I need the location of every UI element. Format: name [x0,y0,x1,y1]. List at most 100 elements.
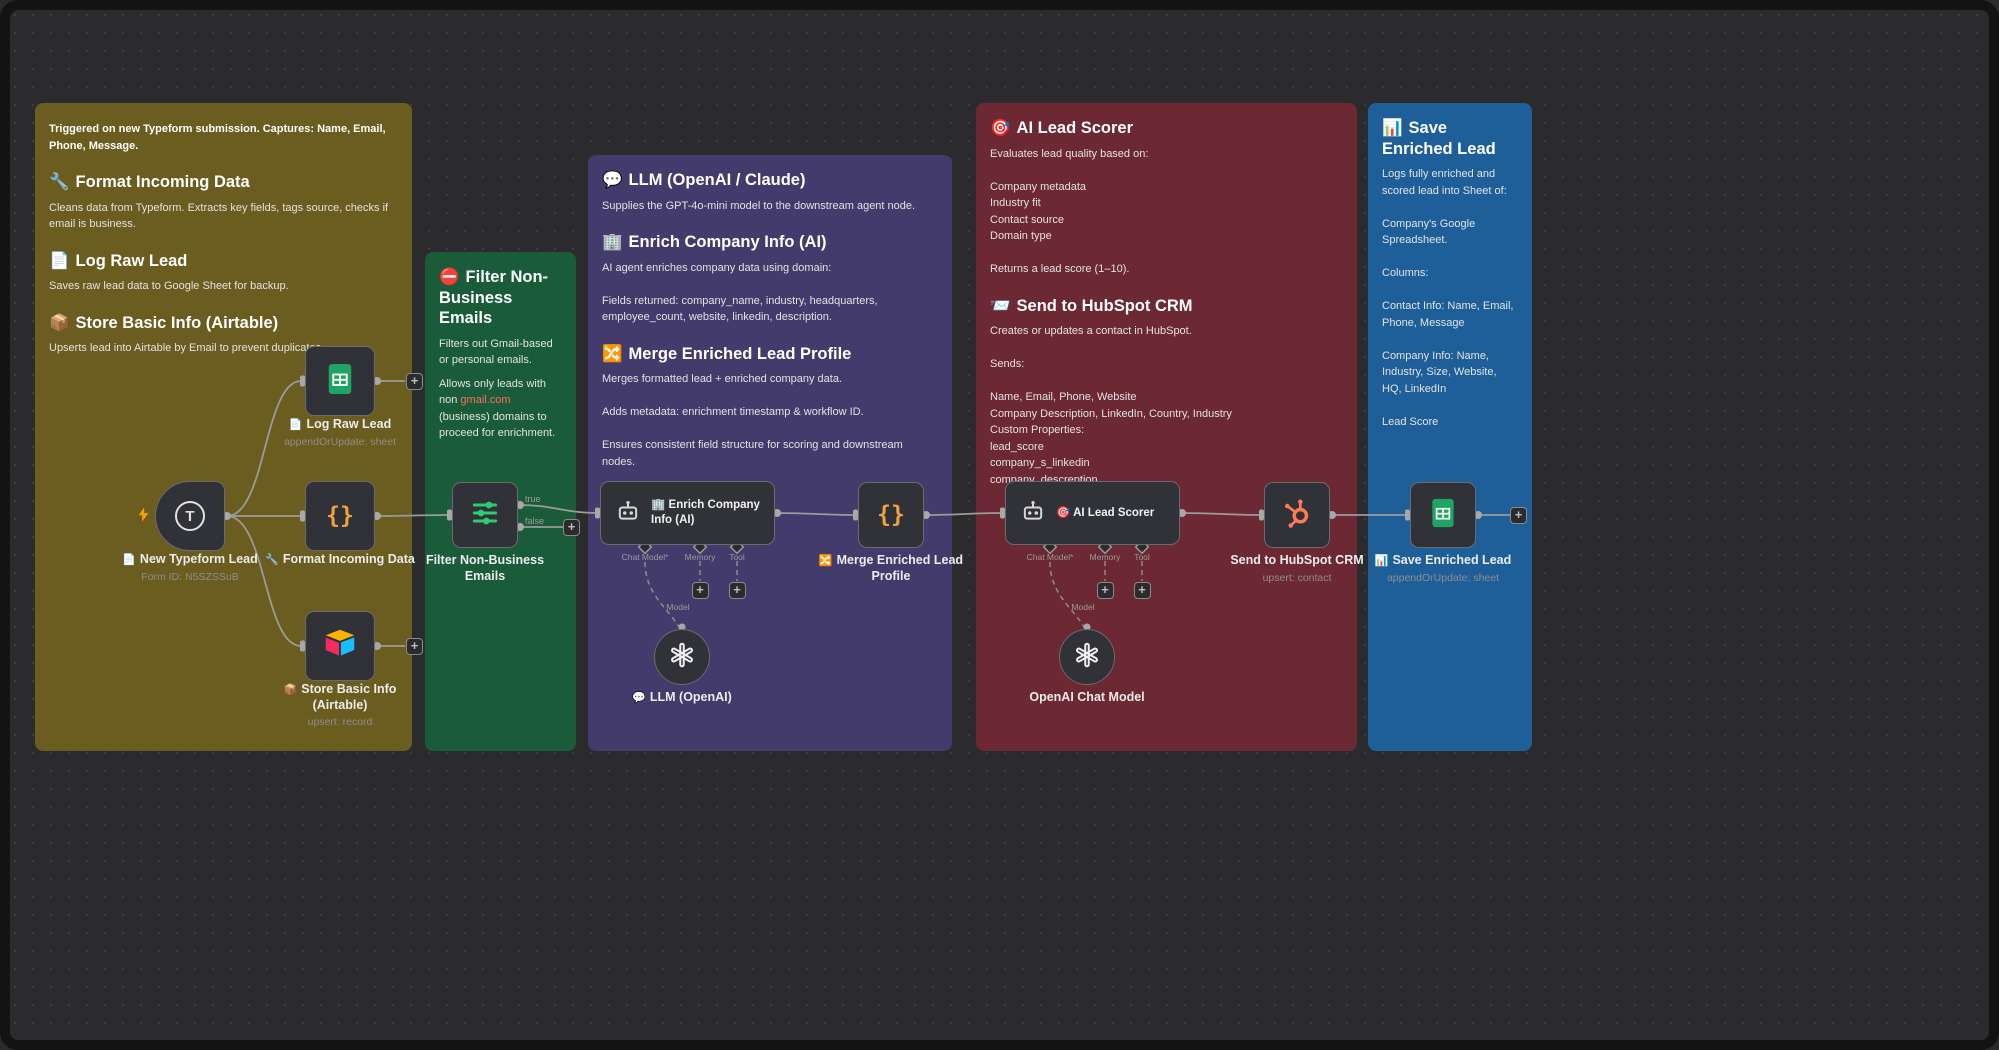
add-node-button[interactable]: + [1096,582,1114,599]
output-port[interactable] [773,509,781,517]
output-port[interactable] [373,512,381,520]
input-port[interactable] [300,510,305,522]
output-label-false: false [525,516,545,526]
node-log-raw-lead[interactable] [305,346,375,416]
port-label-tool: Tool [729,552,745,562]
building-icon: 🏢 [602,233,623,252]
node-name: Format Incoming Data [282,552,415,566]
add-node-button[interactable]: + [563,518,580,536]
input-port[interactable] [1000,507,1005,519]
node-label-filter: Filter Non-Business Emails [422,553,548,584]
sticky-heading-text: Filter Non-Business Emails [439,268,549,328]
sticky-body-text: Supplies the GPT-4o-mini model to the do… [602,199,916,212]
model-input-port[interactable] [1083,623,1091,631]
connection-wire[interactable] [226,380,302,517]
output-port[interactable] [922,511,930,519]
output-port-true[interactable] [516,501,524,509]
node-name: New Typeform Lead [139,552,258,566]
wire-label-model: Model [666,602,690,612]
sticky-heading-text: Merge Enriched Lead Profile [628,344,852,363]
page-icon: 📄 [49,251,70,270]
package-icon: 📦 [49,313,70,332]
sticky-heading-hubspot: 📨Send to HubSpot CRM [990,296,1343,317]
node-openai-chat-model[interactable] [1059,629,1115,685]
sticky-heading-save: 📊Save Enriched Lead [1382,118,1518,159]
node-merge-enriched-lead-profile[interactable]: {} [858,482,924,548]
node-llm-openai-model[interactable] [654,629,710,685]
input-port[interactable] [853,509,858,521]
node-save-enriched-lead[interactable] [1410,482,1476,548]
agent-node-title: 🎯 AI Lead Scorer [1056,506,1172,521]
node-store-basic-info-airtable[interactable] [305,611,375,681]
node-ai-lead-scorer[interactable]: 🎯 AI Lead Scorer [1005,481,1180,545]
model-connection-wire[interactable] [644,561,680,628]
connection-wire[interactable] [1181,512,1261,516]
robot-agent-icon [1019,497,1047,530]
node-label-typeform: 📄New Typeform Lead Form ID: N5SZSSuB [105,552,275,583]
sticky-body-text: Filters out Gmail-based or personal emai… [439,337,553,367]
target-icon: 🎯 [990,119,1011,137]
output-port[interactable] [373,377,381,385]
node-name: Send to HubSpot CRM [1230,553,1364,567]
output-port-false[interactable] [516,523,524,531]
speech-bubble-icon: 💬 [632,692,646,704]
node-name: Save Enriched Lead [1392,553,1512,567]
connection-wire[interactable] [376,514,449,517]
node-new-typeform-lead[interactable]: T [155,481,225,551]
model-connection-wire[interactable] [1049,561,1085,628]
wrench-icon: 🔧 [49,173,70,191]
sticky-note-scorer-hubspot[interactable]: 🎯AI Lead Scorer Evaluates lead quality b… [976,103,1357,751]
add-node-button[interactable]: + [406,637,423,655]
sticky-body-text: Allows only leads with non gmail.com (bu… [439,376,562,442]
add-node-button[interactable]: + [1510,506,1527,524]
input-port[interactable] [1259,509,1264,521]
node-send-to-hubspot-crm[interactable] [1264,482,1330,548]
node-name: OpenAI Chat Model [1029,690,1145,704]
input-port[interactable] [300,375,305,387]
port-label-memory: Memory [1089,552,1121,562]
output-port[interactable] [223,512,231,520]
node-label-format: 🔧Format Incoming Data [253,552,428,568]
connection-wire[interactable] [925,512,1002,516]
add-node-button[interactable]: + [728,582,746,599]
input-port[interactable] [595,507,600,519]
connection-wire[interactable] [226,515,302,647]
connection-wire[interactable] [776,512,855,516]
output-port[interactable] [373,642,381,650]
node-label-hubspot: Send to HubSpot CRM upsert: contact [1210,553,1385,584]
bar-chart-icon: 📊 [1374,555,1389,567]
input-port[interactable] [447,509,452,521]
openai-icon [667,640,697,675]
node-enrich-company-info-ai[interactable]: 🏢 Enrich Company Info (AI) [600,481,775,545]
sticky-body-text: Creates or updates a contact in HubSpot.… [990,325,1232,486]
sticky-note-typeform-pipeline[interactable]: Triggered on new Typeform submission. Ca… [35,103,412,751]
node-filter-non-business-emails[interactable] [452,482,518,548]
port-label-chat-model: Chat Model* [1026,552,1074,562]
node-name: AI Lead Scorer [1073,506,1155,519]
node-name: Log Raw Lead [306,417,392,431]
google-sheets-icon [1426,496,1460,535]
sticky-body-text: Cleans data from Typeform. Extracts key … [49,201,389,231]
output-port[interactable] [1328,511,1336,519]
sticky-heading-enrich: 🏢Enrich Company Info (AI) [602,232,938,253]
sticky-note-llm-enrich-merge[interactable]: 💬LLM (OpenAI / Claude) Supplies the GPT-… [588,155,952,751]
model-input-port[interactable] [678,623,686,631]
add-node-button[interactable]: + [406,372,423,390]
gmail-link-text: gmail.com [460,394,511,407]
output-port[interactable] [1474,511,1482,519]
input-port[interactable] [300,640,305,652]
node-format-incoming-data[interactable]: {} [305,481,375,551]
add-node-button[interactable]: + [1133,582,1151,599]
sticky-note-save-lead[interactable]: 📊Save Enriched Lead Logs fully enriched … [1368,103,1532,751]
output-port[interactable] [1178,509,1186,517]
robot-agent-icon [614,497,642,530]
sticky-intro-text: Triggered on new Typeform submission. Ca… [49,123,386,152]
input-port[interactable] [1405,509,1410,521]
connection-wire[interactable] [519,504,597,514]
sticky-body-segment: Allows only leads with non [439,377,546,407]
sticky-heading-scorer: 🎯AI Lead Scorer [990,118,1343,139]
add-node-button[interactable]: + [691,582,709,599]
node-label-openai-chat: OpenAI Chat Model [1007,690,1167,706]
